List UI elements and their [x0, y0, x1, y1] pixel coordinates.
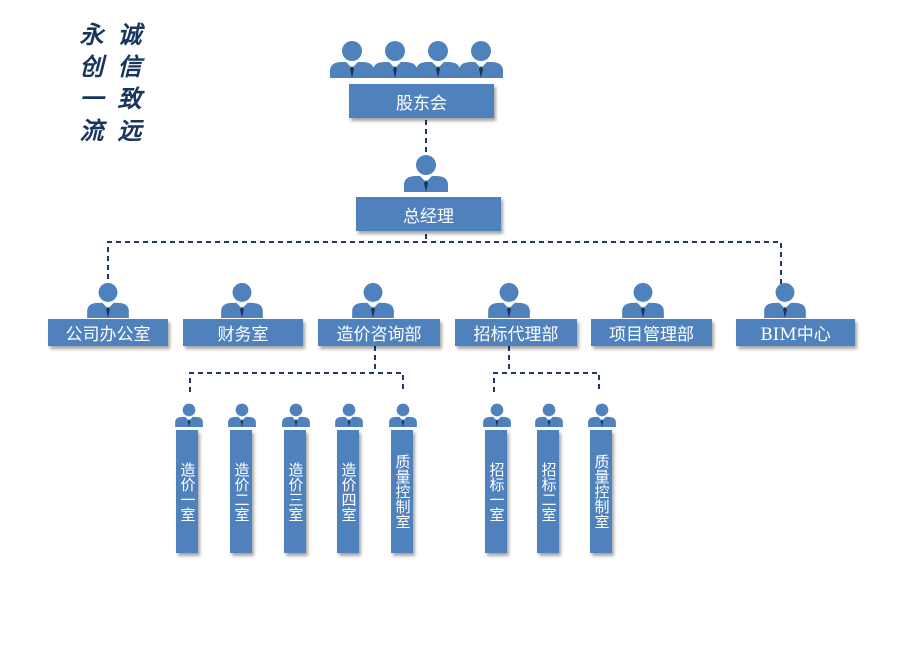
person-icon — [282, 403, 310, 427]
costing-sub-box-2: 造价二室 — [230, 430, 252, 553]
person-icon — [87, 282, 129, 318]
person-icon — [588, 403, 616, 427]
dept-bidding-box: 招标代理部 — [455, 319, 577, 346]
dept-project-box: 项目管理部 — [591, 319, 712, 346]
bidding-sub-box-1: 招标一室 — [485, 430, 507, 553]
person-icon — [459, 41, 503, 78]
person-icon — [416, 41, 460, 78]
person-icon — [175, 403, 203, 427]
dept-bim-box: BIM中心 — [736, 319, 855, 346]
dept-finance-box: 财务室 — [183, 319, 303, 346]
costing-quality-control-box: 质量控制室 — [391, 430, 413, 553]
person-icon — [330, 41, 374, 78]
connector-gm-departments — [107, 234, 782, 288]
person-icon — [389, 403, 417, 427]
person-icon — [483, 403, 511, 427]
person-icon — [404, 155, 448, 192]
motto-right-column: 诚信致远 — [113, 22, 142, 150]
bidding-sub-box-2: 招标二室 — [537, 430, 559, 553]
motto-left-column: 永创一流 — [75, 22, 104, 150]
costing-sub-box-1: 造价一室 — [176, 430, 198, 553]
dept-office-box: 公司办公室 — [48, 319, 168, 346]
person-icon — [622, 282, 664, 318]
person-icon — [373, 41, 417, 78]
costing-sub-box-4: 造价四室 — [337, 430, 359, 553]
person-icon — [335, 403, 363, 427]
dept-costing-box: 造价咨询部 — [318, 319, 440, 346]
person-icon — [221, 282, 263, 318]
person-icon — [228, 403, 256, 427]
connector-costing-subs — [189, 346, 404, 392]
costing-sub-box-3: 造价三室 — [284, 430, 306, 553]
person-icon — [488, 282, 530, 318]
person-icon — [352, 282, 394, 318]
person-icon — [535, 403, 563, 427]
general-manager-box: 总经理 — [356, 197, 501, 231]
connector-bidding-subs — [493, 346, 600, 392]
bidding-quality-control-box: 质量控制室 — [590, 430, 612, 553]
person-icon — [764, 282, 806, 318]
shareholders-box: 股东会 — [349, 84, 494, 118]
